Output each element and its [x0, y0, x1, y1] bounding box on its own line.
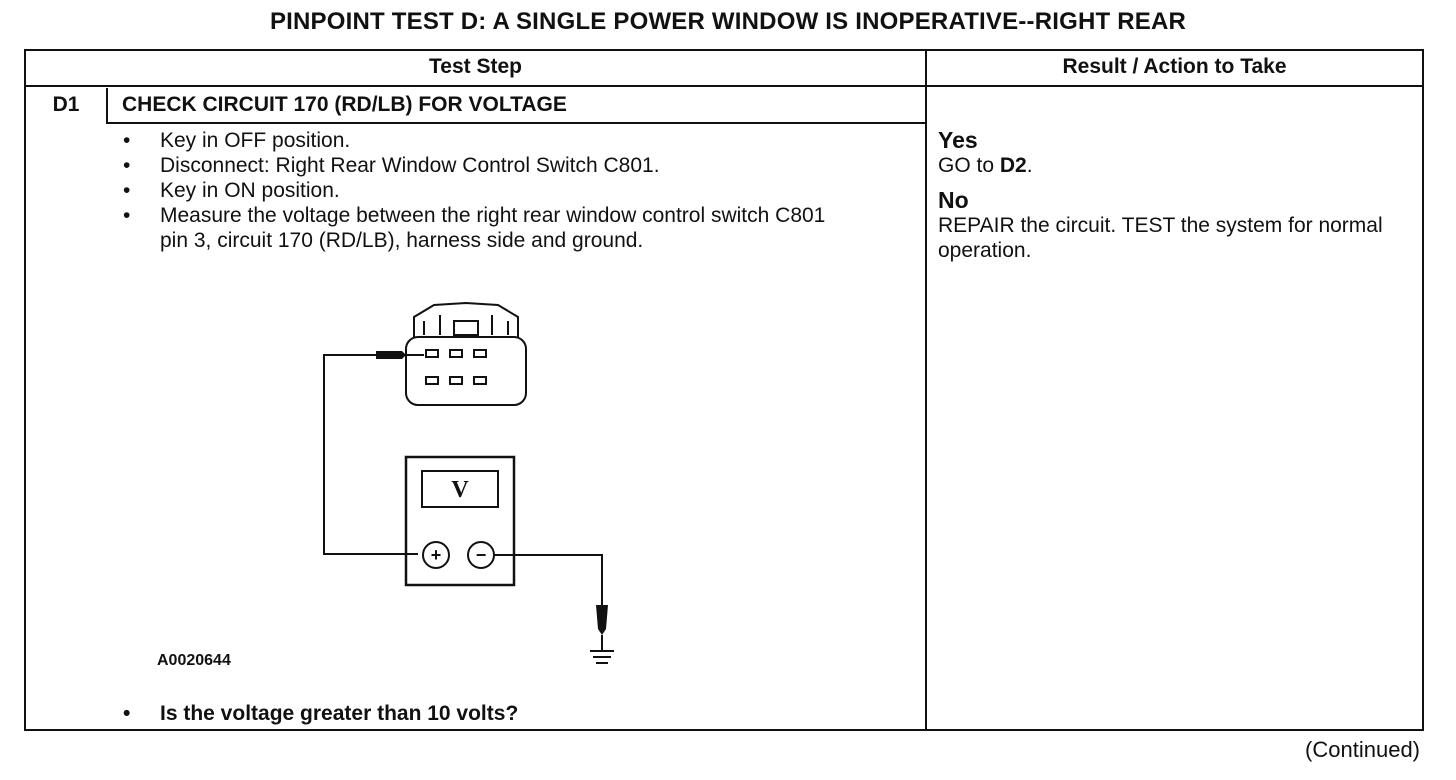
- connector-c801-icon: [405, 301, 527, 406]
- negative-lead-wire: [494, 554, 603, 607]
- meter-volt-symbol: V: [451, 477, 469, 503]
- result-yes-label: Yes: [938, 127, 978, 153]
- result-no-action: REPAIR the circuit. TEST the system for …: [938, 214, 1383, 262]
- result-no-label: No: [938, 187, 969, 213]
- step-question: Is the voltage greater than 10 volts?: [123, 702, 518, 726]
- header-divider: [26, 85, 1422, 87]
- result-yes-suffix: .: [1026, 154, 1033, 177]
- instruction-item: Measure the voltage between the right re…: [123, 203, 843, 253]
- instruction-item: Disconnect: Right Rear Window Control Sw…: [123, 153, 843, 178]
- pinpoint-test-table: Test Step Result / Action to Take D1 CHE…: [24, 49, 1424, 731]
- voltmeter-icon: [404, 455, 516, 587]
- result-yes-target-link[interactable]: D2: [999, 154, 1027, 177]
- voltmeter-diagram: V + −: [323, 301, 614, 664]
- result-yes-action: GO to D2.: [938, 153, 1418, 178]
- instruction-list: Key in OFF position. Disconnect: Right R…: [123, 128, 843, 253]
- continued-note: (Continued): [1305, 737, 1420, 762]
- column-divider-main: [925, 51, 927, 729]
- positive-lead-wire: [323, 354, 418, 555]
- result-actions: Yes GO to D2. No REPAIR the circuit. TES…: [938, 125, 1418, 263]
- column-divider-step-id: [106, 88, 108, 124]
- page-title: PINPOINT TEST D: A SINGLE POWER WINDOW I…: [269, 8, 1187, 35]
- instruction-item: Key in OFF position.: [123, 128, 843, 153]
- step-id-underline: [26, 122, 106, 123]
- meter-positive-terminal: +: [431, 545, 442, 565]
- step-id: D1: [52, 93, 80, 116]
- header-result-action: Result / Action to Take: [1062, 55, 1287, 78]
- header-test-step: Test Step: [429, 55, 522, 78]
- ground-probe-icon: [596, 605, 608, 651]
- instruction-item: Key in ON position.: [123, 178, 843, 203]
- result-yes-prefix: GO to: [938, 154, 1000, 177]
- ground-symbol-icon: [590, 650, 614, 664]
- probe-icon: [376, 351, 424, 359]
- figure-id: A0020644: [157, 652, 231, 669]
- meter-negative-terminal: −: [476, 545, 487, 565]
- step-title: CHECK CIRCUIT 170 (RD/LB) FOR VOLTAGE: [122, 93, 567, 116]
- step-title-divider: [106, 122, 925, 124]
